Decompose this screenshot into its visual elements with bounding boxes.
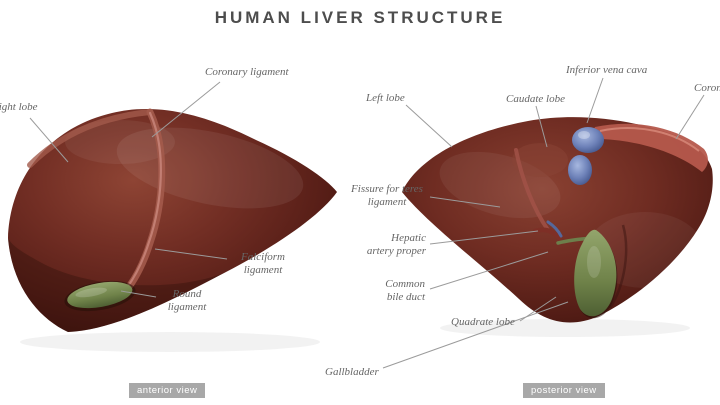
label-round-ligament: Round ligament	[167, 288, 207, 313]
label-quadrate-lobe: Quadrate lobe	[451, 316, 515, 328]
label-inferior-vena-cava: Inferior vena cava	[566, 64, 648, 76]
label-gallbladder: Gallbladder	[325, 366, 379, 378]
caudate-lobe-shape	[512, 143, 568, 177]
posterior-view-badge: posterior view	[523, 383, 605, 398]
label-right-lobe: Right lobe	[0, 101, 38, 113]
page-title: HUMAN LIVER STRUCTURE	[214, 8, 506, 27]
anterior-liver-shadow	[20, 332, 320, 352]
anterior-gallbladder-shape	[64, 280, 136, 312]
posterior-liver-illustration	[402, 117, 713, 323]
posterior-liver-shadow	[440, 319, 690, 337]
teres-fissure-shape	[514, 148, 550, 232]
label-left-lobe: Left lobe	[366, 92, 405, 104]
label-caudate-lobe: Caudate lobe	[506, 93, 565, 105]
label-coronary-ligament: Coronary ligament	[205, 66, 289, 78]
label-falciform-ligament: Falciform ligament	[241, 251, 285, 276]
label-hepatic-artery-proper: Hepatic artery proper	[366, 232, 426, 257]
leader-lines	[29, 77, 705, 369]
label-common-bile-duct: Common bile duct	[385, 278, 425, 303]
posterior-gallbladder-shape	[574, 229, 618, 319]
label-posterior-coronary-ligament: Coronary ligament	[694, 82, 720, 94]
coronary-ligament-shape	[27, 109, 153, 168]
inferior-vena-cava-shape	[572, 127, 604, 153]
hepatic-artery-shape	[532, 227, 562, 241]
posterior-coronary-ligament-shape	[594, 123, 708, 172]
anterior-liver-illustration	[8, 108, 337, 332]
anterior-view-badge: anterior view	[129, 383, 206, 398]
label-fissure-for-teres-ligament: Fissure for teres ligament	[351, 183, 423, 208]
